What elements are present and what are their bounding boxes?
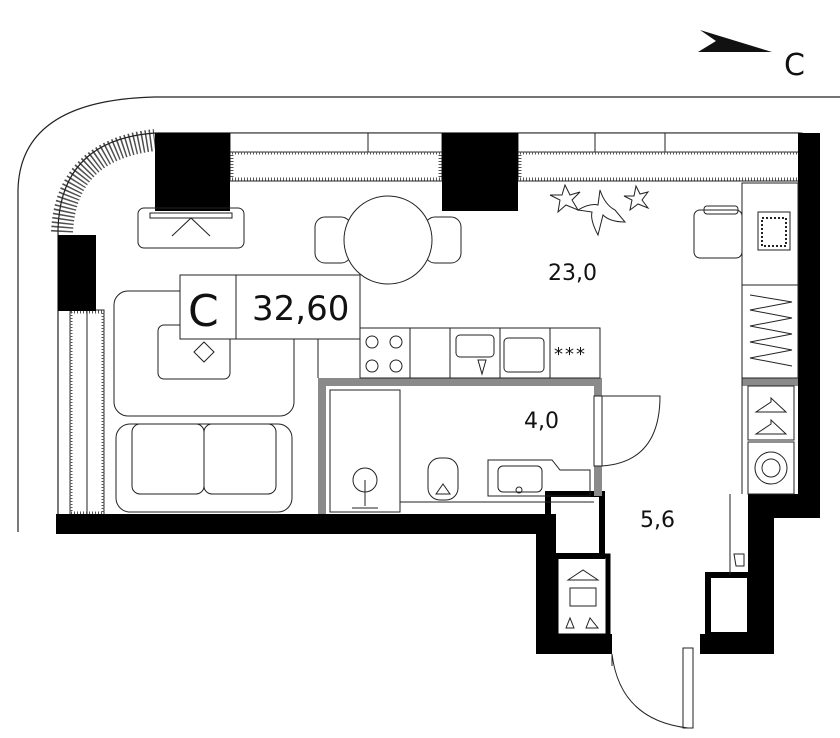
- sink-icon: [455, 334, 545, 376]
- shoe-icon: [733, 553, 745, 567]
- office-chair-icon: [693, 205, 743, 259]
- computer-icon: [741, 182, 799, 286]
- kitchen-counter: [359, 327, 601, 379]
- hanger-icon: [747, 385, 795, 441]
- bathroom-door: [593, 395, 661, 467]
- bathtub-icon: [329, 389, 401, 513]
- plant-icon: [549, 183, 650, 237]
- room-area-hallway: 5,6: [640, 508, 675, 533]
- compass: С: [698, 30, 805, 83]
- bathroom-partitions: [318, 378, 798, 514]
- entrance-door: [611, 647, 694, 729]
- window-glazing: [51, 129, 803, 516]
- sink-icon: [487, 459, 591, 497]
- tv-icon: [137, 207, 245, 249]
- apartment-type: С: [188, 286, 219, 337]
- stove-icon: [365, 335, 403, 373]
- compass-label: С: [784, 48, 805, 83]
- oven-symbol: ***: [554, 344, 587, 365]
- room-area-living: 23,0: [548, 261, 597, 286]
- hallway-closet: [565, 553, 745, 629]
- total-area: 32,60: [252, 289, 349, 329]
- apartment-label: С 32,60: [179, 274, 361, 340]
- wardrobe-icon: [741, 284, 799, 379]
- washing-machine-icon: [747, 441, 795, 495]
- north-arrow-icon: [698, 30, 772, 52]
- toilet-icon: [427, 457, 459, 501]
- room-area-bathroom: 4,0: [524, 409, 559, 434]
- dining-table-icon: [314, 195, 462, 285]
- exterior-walls: [56, 133, 820, 654]
